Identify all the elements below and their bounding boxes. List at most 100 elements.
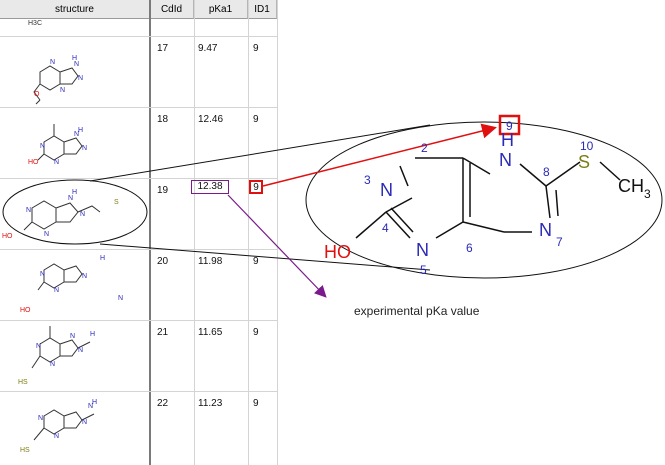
table-row-cdid[interactable]: 22 [157, 398, 169, 409]
table-row-pka[interactable]: 12.46 [198, 114, 224, 125]
structure-20-bonds [37, 263, 83, 291]
small-structure-ellipse [2, 179, 148, 245]
zoom-molecule-atoms: N N H S CH 3 N N HO [324, 130, 651, 262]
zoom-id-label: 9 [506, 119, 513, 133]
atom-label: HS [20, 447, 30, 454]
atom-label: H [90, 331, 95, 338]
atom-label: N [36, 343, 41, 350]
atom-label: N [78, 75, 83, 82]
table-row-id[interactable]: 9 [253, 43, 259, 54]
atom-label: HO [20, 307, 31, 314]
column-header-cdid-label: CdId [160, 4, 183, 15]
structure-atom-labels: N N N N H O N N N N H HO N N N N H HO S … [2, 55, 123, 454]
table-row-cdid[interactable]: 19 [157, 185, 169, 196]
table-row-cdid[interactable]: 17 [157, 43, 169, 54]
atom-label: N [88, 403, 93, 410]
structure-21-bonds [31, 326, 91, 369]
fragment-label: H3C [28, 20, 43, 27]
atom-label: N [82, 273, 87, 280]
column-header-cdid[interactable]: CdId [150, 0, 194, 19]
atom-number: 10 [580, 139, 594, 153]
atom-label: N [26, 207, 31, 214]
table-row-pka[interactable]: 11.65 [198, 327, 223, 338]
zoom-atom: CH [618, 176, 644, 196]
zoom-connector-line [89, 124, 431, 182]
atom-label: N [68, 195, 73, 202]
atom-label: H [92, 399, 97, 406]
table-row-id[interactable]: 9 [253, 256, 259, 267]
atom-label: N [118, 295, 123, 302]
zoom-atom: 3 [644, 187, 651, 201]
zoom-atom: HO [324, 242, 351, 262]
column-header-id1-label: ID1 [254, 4, 270, 15]
table-row-id[interactable]: 9 [253, 327, 259, 338]
atom-label: HS [18, 379, 28, 386]
atom-label: H [72, 55, 77, 62]
column-header-pka1[interactable]: pKa1 [194, 0, 248, 19]
structure-17-bonds [33, 65, 79, 105]
zoom-atom: N [416, 240, 429, 260]
atom-number: 4 [382, 221, 389, 235]
zoom-id-highlight-box [498, 114, 521, 136]
atom-number: 8 [543, 165, 550, 179]
column-header-id1[interactable]: ID1 [248, 0, 277, 19]
atom-label: N [38, 415, 43, 422]
structure-22-bonds [33, 409, 95, 441]
table-row-pka[interactable]: 11.98 [198, 256, 223, 267]
structure-18-bonds [37, 124, 83, 161]
atom-label: N [40, 143, 45, 150]
column-divider [248, 0, 249, 465]
table-row-id-highlighted[interactable]: 9 [249, 180, 263, 194]
atom-label: N [78, 347, 83, 354]
table-row-cdid[interactable]: 20 [157, 256, 169, 267]
zoom-atom-numbers: 2 8 10 3 4 5 6 7 [364, 139, 594, 277]
row-divider [0, 320, 277, 321]
structure-skeletons [23, 65, 101, 441]
table-row-id[interactable]: 9 [253, 114, 259, 125]
atom-label: H [100, 255, 105, 262]
annotation-caption: experimental pKa value [354, 304, 480, 318]
atom-number: 7 [556, 235, 563, 249]
table-row-pka[interactable]: 11.23 [198, 398, 223, 409]
atom-label: N [80, 211, 85, 218]
column-divider [194, 0, 195, 465]
id-arrow [262, 123, 497, 187]
structure-column-drawings: N N N N H O N N N N H HO N N N N H HO S … [2, 55, 123, 454]
atom-label: N [70, 333, 75, 340]
table-row-cdid[interactable]: 21 [157, 327, 169, 338]
atom-number: 3 [364, 173, 371, 187]
atom-label: N [44, 231, 49, 238]
table-row-cdid[interactable]: 18 [157, 114, 169, 125]
row-divider [0, 249, 277, 250]
atom-label: S [114, 199, 119, 206]
atom-number: 6 [466, 241, 473, 255]
atom-label: HO [28, 159, 39, 166]
zoom-atom: N [380, 180, 393, 200]
table-row-pka-highlighted[interactable]: 12.38 [191, 180, 229, 194]
zoom-atom: S [578, 152, 590, 172]
atom-label: N [74, 61, 79, 68]
row-divider [0, 391, 277, 392]
zoom-atom: N [499, 150, 512, 170]
structure-column-divider [149, 0, 151, 465]
zoom-atom: N [539, 220, 552, 240]
atom-label: N [40, 271, 45, 278]
atom-label: H [72, 189, 77, 196]
atom-label: N [54, 433, 59, 440]
atom-label: H [78, 127, 83, 134]
atom-label: N [50, 59, 55, 66]
atom-number: 5 [420, 263, 427, 277]
column-header-structure-label: structure [55, 4, 94, 15]
atom-label: N [60, 87, 65, 94]
table-row-id[interactable]: 9 [253, 398, 259, 409]
column-header-pka1-label: pKa1 [208, 4, 233, 15]
zoom-connector-line [99, 243, 431, 271]
pka-arrow [227, 194, 327, 298]
zoom-molecule-bonds [355, 157, 621, 239]
atom-label: N [50, 361, 55, 368]
row-divider [0, 107, 277, 108]
table-row-pka[interactable]: 9.47 [198, 43, 218, 54]
atom-label: HO [2, 233, 13, 240]
zoom-atom: H [501, 130, 514, 150]
